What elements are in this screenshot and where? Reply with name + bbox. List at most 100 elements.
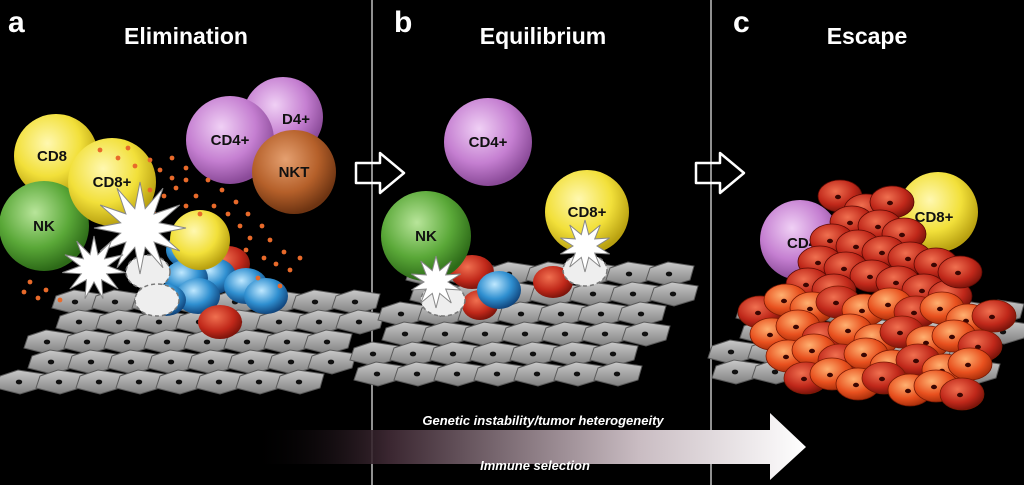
tissue-nucleus (602, 332, 608, 337)
tissue-nucleus (522, 332, 528, 337)
arrow-label-genetic-instability: Genetic instability/tumor heterogeneity (422, 413, 664, 428)
tumor-nucleus (841, 267, 847, 271)
tumor-nucleus (919, 289, 925, 293)
tissue-nucleus (442, 332, 448, 337)
tumor-nucleus (911, 311, 917, 315)
tissue-nucleus (164, 340, 170, 345)
cytokine-dot (133, 164, 138, 169)
panel-title-escape: Escape (827, 23, 908, 49)
tumor-nucleus (783, 355, 789, 359)
tissue-nucleus (374, 372, 380, 377)
tissue-nucleus (72, 300, 78, 305)
tumor-nucleus (905, 389, 911, 393)
tissue-nucleus (316, 320, 322, 325)
cytokine-dot (174, 186, 179, 191)
tumor-nucleus (899, 233, 905, 237)
tumor-nucleus (931, 263, 937, 267)
tissue-nucleus (630, 292, 636, 297)
dying-tumor-cell (126, 255, 170, 289)
tissue-nucleus (312, 300, 318, 305)
cytokine-dot (194, 194, 199, 199)
tumor-nucleus (781, 299, 787, 303)
tumor-nucleus (955, 271, 961, 275)
tumor-nucleus (893, 281, 899, 285)
tissue-nucleus (248, 360, 254, 365)
tissue-nucleus (356, 320, 362, 325)
cytokine-dot (282, 250, 287, 255)
tumor-nucleus (875, 225, 881, 229)
tumor-nucleus (833, 301, 839, 305)
cytokine-dot (44, 288, 49, 293)
tissue-nucleus (244, 340, 250, 345)
tissue-nucleus (156, 320, 162, 325)
normal-tissue-b (350, 262, 698, 386)
tumor-nucleus (809, 349, 815, 353)
tumor-nucleus (835, 195, 841, 199)
tumor-nucleus (879, 251, 885, 255)
tissue-nucleus (530, 352, 536, 357)
cytokine-dot (22, 290, 27, 295)
tissue-nucleus (414, 372, 420, 377)
cytokine-dot (148, 158, 153, 163)
tissue-nucleus (610, 352, 616, 357)
tissue-nucleus (44, 340, 50, 345)
tumor-nucleus (867, 275, 873, 279)
cytokine-dot (184, 166, 189, 171)
tissue-nucleus (288, 360, 294, 365)
cytokine-dot (246, 212, 251, 217)
tissue-nucleus (570, 352, 576, 357)
cytokine-dot (198, 212, 203, 217)
tissue-nucleus (518, 312, 524, 317)
panel-title-elimination: Elimination (124, 23, 248, 49)
tissue-nucleus (410, 352, 416, 357)
tumor-nucleus (755, 311, 761, 315)
panel-letter-c: c (733, 6, 750, 39)
tissue-nucleus (482, 332, 488, 337)
tissue-nucleus (84, 340, 90, 345)
cytokine-dot (256, 276, 261, 281)
tumor-nucleus (949, 335, 955, 339)
tissue-nucleus (48, 360, 54, 365)
arrow-label-immune-selection: Immune selection (480, 458, 590, 473)
tissue-nucleus (638, 312, 644, 317)
tissue-nucleus (328, 360, 334, 365)
tumor-nucleus (885, 303, 891, 307)
tumor-nucleus (793, 325, 799, 329)
tissue-nucleus (370, 352, 376, 357)
tumor-nucleus (859, 309, 865, 313)
cytokine-dot (268, 238, 273, 243)
tumor-nucleus (853, 245, 859, 249)
cytokine-dot (162, 194, 167, 199)
tumor-nucleus (937, 307, 943, 311)
tumor-nucleus (853, 383, 859, 387)
tissue-nucleus (454, 372, 460, 377)
tumor-nucleus (913, 359, 919, 363)
tissue-nucleus (494, 372, 500, 377)
panel-letter-b: b (394, 6, 412, 39)
cytokine-dot (36, 296, 41, 301)
tumor-nucleus (989, 315, 995, 319)
tumor-cell-red (198, 305, 242, 339)
tissue-nucleus (296, 380, 302, 385)
tissue-nucleus (670, 292, 676, 297)
cytokine-dot (220, 188, 225, 193)
tissue-nucleus (598, 312, 604, 317)
panel-c: CD8+ CD4 (708, 172, 1024, 410)
cytokine-dot (184, 178, 189, 183)
cd4-label: CD4+ (211, 132, 250, 149)
tissue-nucleus (128, 360, 134, 365)
tissue-nucleus (256, 380, 262, 385)
tissue-nucleus (562, 332, 568, 337)
cytokine-dot (148, 188, 153, 193)
cytokine-dot (58, 298, 63, 303)
cytokine-dot (274, 262, 279, 267)
tumor-nucleus (815, 261, 821, 265)
tissue-nucleus (208, 360, 214, 365)
cytokine-dot (288, 268, 293, 273)
tissue-nucleus (76, 320, 82, 325)
panel-letter-a: a (8, 6, 25, 39)
tumor-nucleus (827, 373, 833, 377)
tumor-nucleus (767, 333, 773, 337)
tumor-nucleus (861, 353, 867, 357)
cytokine-dot (262, 256, 267, 261)
